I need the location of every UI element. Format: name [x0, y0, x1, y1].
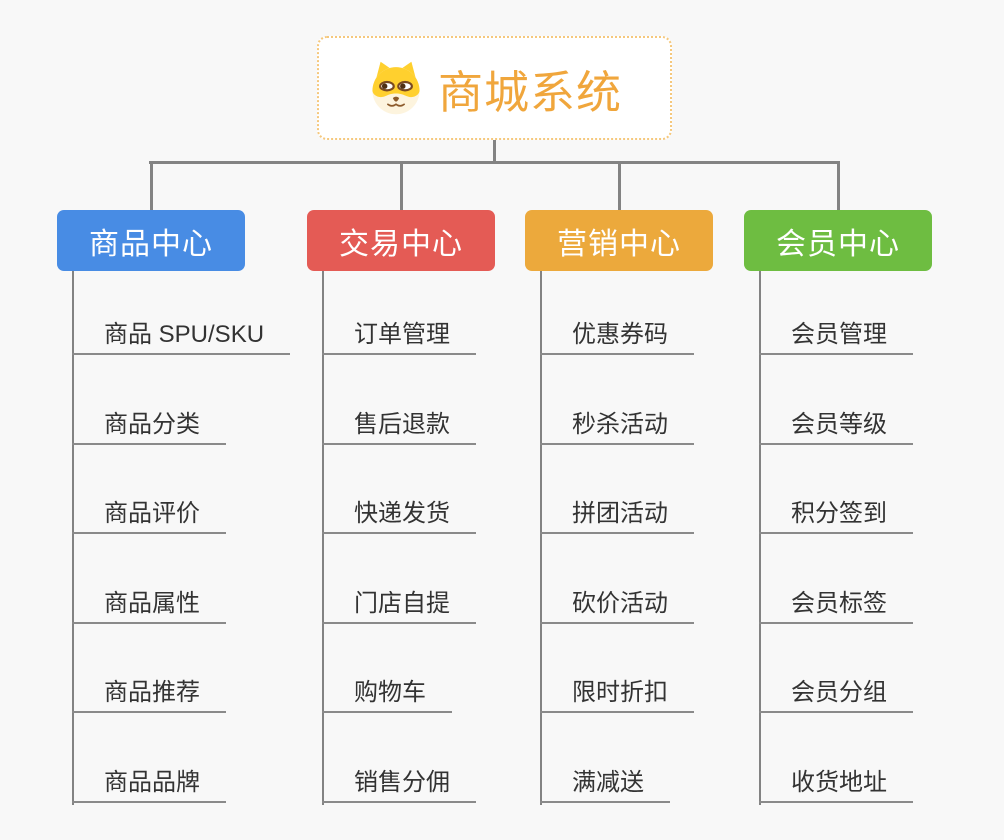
- connector-root-trunk: [493, 140, 496, 164]
- connector-branch-trunk: [322, 271, 324, 805]
- subtopic[interactable]: 订单管理: [322, 320, 476, 355]
- connector-drop: [836, 161, 840, 210]
- doge-face-icon: [372, 61, 420, 115]
- subtopic[interactable]: 砍价活动: [540, 589, 694, 624]
- branch-column: 营销中心 优惠券码秒杀活动拼团活动砍价活动限时折扣满减送: [525, 210, 785, 820]
- connector-drop: [149, 161, 153, 210]
- branch-topic[interactable]: 交易中心: [307, 210, 495, 271]
- subtopic[interactable]: 满减送: [540, 768, 670, 803]
- subtopic[interactable]: 销售分佣: [322, 768, 476, 803]
- subtopic[interactable]: 快递发货: [322, 499, 476, 534]
- connector-bus: [149, 161, 840, 164]
- connector-branch-trunk: [540, 271, 542, 805]
- subtopic[interactable]: 购物车: [322, 678, 452, 713]
- subtopic[interactable]: 优惠券码: [540, 320, 694, 355]
- subtopic[interactable]: 拼团活动: [540, 499, 694, 534]
- subtopic[interactable]: 会员分组: [759, 678, 913, 713]
- subtopic[interactable]: 收货地址: [759, 768, 913, 803]
- subtopic-list: 优惠券码秒杀活动拼团活动砍价活动限时折扣满减送: [540, 320, 694, 840]
- subtopic[interactable]: 商品分类: [72, 410, 226, 445]
- subtopic-list: 会员管理会员等级积分签到会员标签会员分组收货地址: [759, 320, 913, 840]
- subtopic[interactable]: 限时折扣: [540, 678, 694, 713]
- branch-column: 商品中心 商品 SPU/SKU 商品分类商品评价商品属性商品推荐商品品牌: [57, 210, 317, 820]
- subtopic[interactable]: 商品属性: [72, 589, 226, 624]
- subtopic[interactable]: 商品 SPU/SKU: [72, 320, 291, 355]
- branch-topic[interactable]: 营销中心: [525, 210, 713, 271]
- subtopic[interactable]: 商品评价: [72, 499, 226, 534]
- subtopic[interactable]: 门店自提: [322, 589, 476, 624]
- root-topic[interactable]: 商城系统: [317, 36, 672, 140]
- subtopic-list: 订单管理售后退款快递发货门店自提购物车销售分佣: [322, 320, 476, 840]
- branch-topic[interactable]: 会员中心: [744, 210, 932, 271]
- connector-drop: [399, 161, 403, 210]
- subtopic[interactable]: 会员管理: [759, 320, 913, 355]
- subtopic[interactable]: 积分签到: [759, 499, 913, 534]
- subtopic[interactable]: 秒杀活动: [540, 410, 694, 445]
- branch-topic[interactable]: 商品中心: [57, 210, 245, 271]
- branch-column: 会员中心 会员管理会员等级积分签到会员标签会员分组收货地址: [744, 210, 1004, 820]
- connector-branch-trunk: [72, 271, 74, 805]
- subtopic[interactable]: 售后退款: [322, 410, 476, 445]
- subtopic[interactable]: 会员等级: [759, 410, 913, 445]
- branch-column: 交易中心 订单管理售后退款快递发货门店自提购物车销售分佣: [307, 210, 567, 820]
- connector-drop: [617, 161, 621, 210]
- subtopic[interactable]: 商品推荐: [72, 678, 226, 713]
- connector-branch-trunk: [759, 271, 761, 805]
- subtopic[interactable]: 商品品牌: [72, 768, 226, 803]
- subtopic-list: 商品 SPU/SKU 商品分类商品评价商品属性商品推荐商品品牌: [72, 320, 291, 840]
- subtopic[interactable]: 会员标签: [759, 589, 913, 624]
- root-topic-label: 商城系统: [437, 66, 622, 118]
